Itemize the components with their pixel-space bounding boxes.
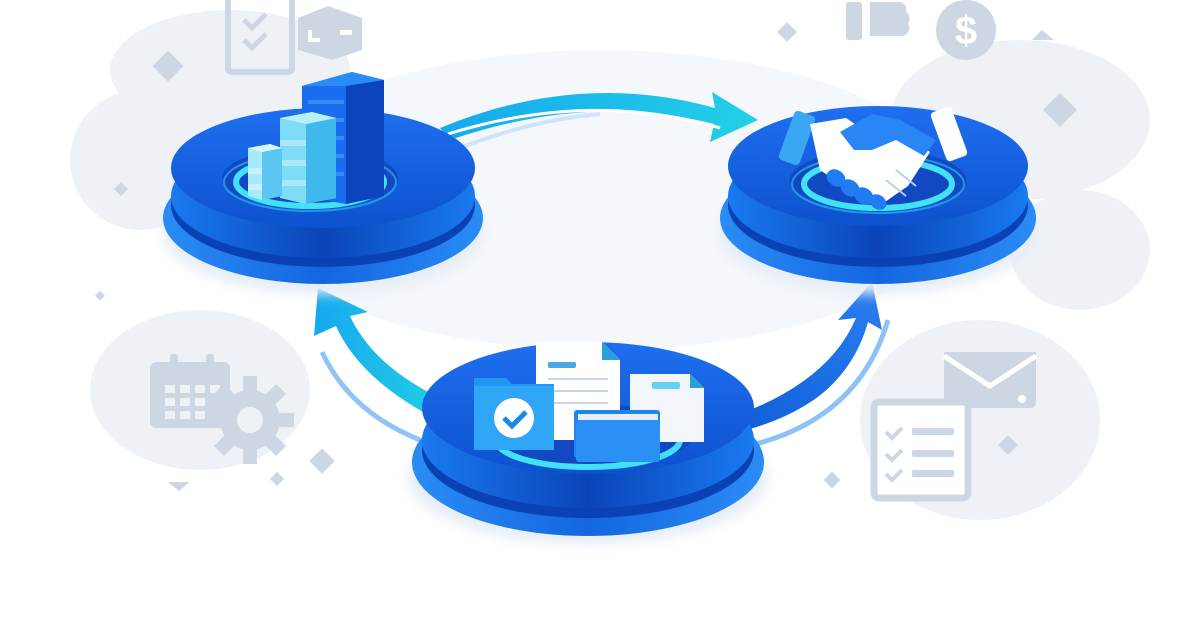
task-list-icon — [870, 398, 972, 502]
diamond-icon — [998, 435, 1018, 455]
package-box-icon — [298, 6, 362, 60]
diamond-icon — [823, 471, 841, 489]
arrow-company-to-partner — [440, 92, 758, 152]
node-company — [163, 72, 483, 294]
diamond-icon — [777, 22, 797, 42]
background-icons: $ — [95, 0, 1077, 502]
checklist-clipboard-icon — [225, 0, 295, 75]
diamond-icon — [309, 448, 335, 474]
diamond-icon — [95, 290, 105, 301]
diamond-icon — [1043, 93, 1077, 127]
node-partner — [720, 106, 1036, 294]
thumbs-up-icon — [846, 2, 910, 40]
gear-icon — [206, 376, 294, 464]
triangle-icon — [168, 482, 190, 491]
diamond-icon — [152, 50, 184, 82]
triangle-icon — [1032, 30, 1054, 40]
documents-folder-icon — [474, 342, 704, 462]
arrow-documents-to-partner — [740, 282, 891, 447]
calendar-icon — [150, 354, 230, 428]
handshake-icon — [778, 106, 968, 210]
diamond-icon — [269, 471, 285, 487]
building-blocks-icon — [248, 72, 384, 204]
node-documents — [408, 342, 768, 544]
svg-text:$: $ — [955, 9, 977, 53]
envelope-icon — [942, 352, 1038, 408]
dollar-coin-icon: $ — [936, 0, 996, 60]
arrow-documents-to-company — [314, 288, 448, 443]
